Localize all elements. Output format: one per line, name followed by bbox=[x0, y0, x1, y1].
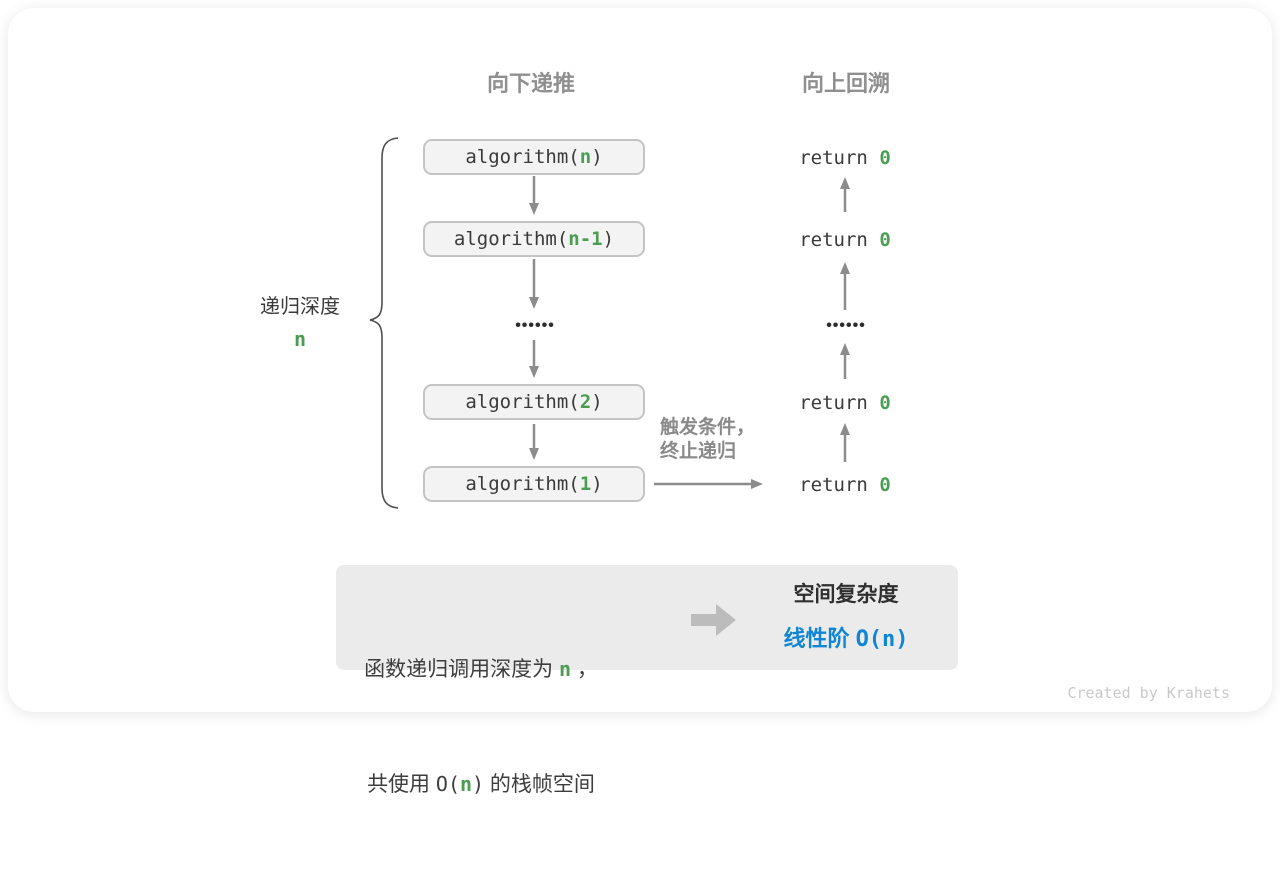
return-value: 0 bbox=[879, 229, 891, 251]
diagram-card: 向下递推 向上回溯 递归深度 n algorithm(n) algorithm(… bbox=[8, 8, 1272, 796]
call-text: ) bbox=[591, 473, 603, 495]
call-text: algorithm( bbox=[453, 228, 569, 250]
summary-text-part: 共使用 bbox=[367, 773, 436, 796]
call-box-2: algorithm(2) bbox=[423, 384, 645, 420]
summary-line2: 共使用 O(n) 的栈帧空间 bbox=[336, 765, 626, 804]
base-case-note-line1: 触发条件， bbox=[660, 417, 756, 438]
summary-code: O( bbox=[435, 772, 460, 796]
summary-text-part: 函数递归调用深度为 bbox=[364, 658, 559, 681]
call-text: algorithm( bbox=[465, 146, 580, 168]
return-row: return 0 bbox=[799, 146, 891, 170]
return-row: return 0 bbox=[799, 473, 891, 497]
call-arg: n bbox=[579, 146, 592, 168]
summary-text: 函数递归调用深度为 n ， 共使用 O(n) 的栈帧空间 bbox=[336, 574, 626, 880]
return-text: return bbox=[799, 474, 880, 496]
result-value-text: 线性阶 bbox=[783, 626, 856, 651]
summary-line1: 函数递归调用深度为 n ， bbox=[336, 650, 626, 689]
call-text: algorithm( bbox=[465, 391, 580, 413]
depth-label-text: 递归深度 bbox=[260, 296, 340, 318]
result-value: 线性阶 O(n) bbox=[731, 621, 961, 653]
return-value: 0 bbox=[879, 147, 891, 169]
result-title: 空间复杂度 bbox=[793, 583, 899, 606]
depth-brace bbox=[369, 137, 399, 509]
recursion-depth-label: 递归深度 n bbox=[260, 290, 340, 351]
call-text: algorithm( bbox=[465, 473, 580, 495]
return-value: 0 bbox=[879, 392, 891, 414]
summary-text-part: ， bbox=[571, 658, 598, 681]
call-box-n: algorithm(n) bbox=[423, 139, 645, 175]
base-case-note-line2: 终止递归 bbox=[660, 441, 737, 462]
result-value-code: O(n) bbox=[855, 627, 909, 652]
return-text: return bbox=[799, 147, 880, 169]
call-text: ) bbox=[602, 228, 615, 250]
return-value: 0 bbox=[879, 474, 891, 496]
base-case-note: 触发条件， 终止递归 bbox=[660, 416, 755, 464]
call-text: ) bbox=[591, 146, 603, 168]
summary-arg: n bbox=[558, 657, 572, 681]
implies-arrow-icon bbox=[691, 604, 736, 636]
header-backtrack-up: 向上回溯 bbox=[801, 71, 891, 96]
depth-label-value: n bbox=[293, 327, 307, 351]
summary-text-part: 的栈帧空间 bbox=[484, 773, 595, 796]
summary-code: ) bbox=[472, 772, 485, 796]
return-row: return 0 bbox=[799, 391, 891, 415]
ellipsis-right: •••••• bbox=[826, 317, 866, 334]
summary-arg: n bbox=[460, 772, 473, 796]
header-recurse-down: 向下递推 bbox=[486, 71, 576, 96]
call-box-n-1: algorithm(n-1) bbox=[423, 221, 645, 257]
return-text: return bbox=[799, 229, 880, 251]
complexity-summary-panel: 函数递归调用深度为 n ， 共使用 O(n) 的栈帧空间 空间复杂度 线性阶 O… bbox=[336, 565, 961, 796]
credit-text: Created by Krahets bbox=[1067, 684, 1230, 702]
call-arg: 2 bbox=[579, 391, 592, 413]
return-row: return 0 bbox=[799, 228, 891, 252]
call-box-1: algorithm(1) bbox=[423, 466, 645, 502]
call-text: ) bbox=[591, 391, 603, 413]
call-arg: 1 bbox=[579, 473, 592, 495]
return-text: return bbox=[799, 392, 880, 414]
call-arg: n-1 bbox=[568, 228, 603, 250]
ellipsis-left: •••••• bbox=[515, 317, 555, 334]
